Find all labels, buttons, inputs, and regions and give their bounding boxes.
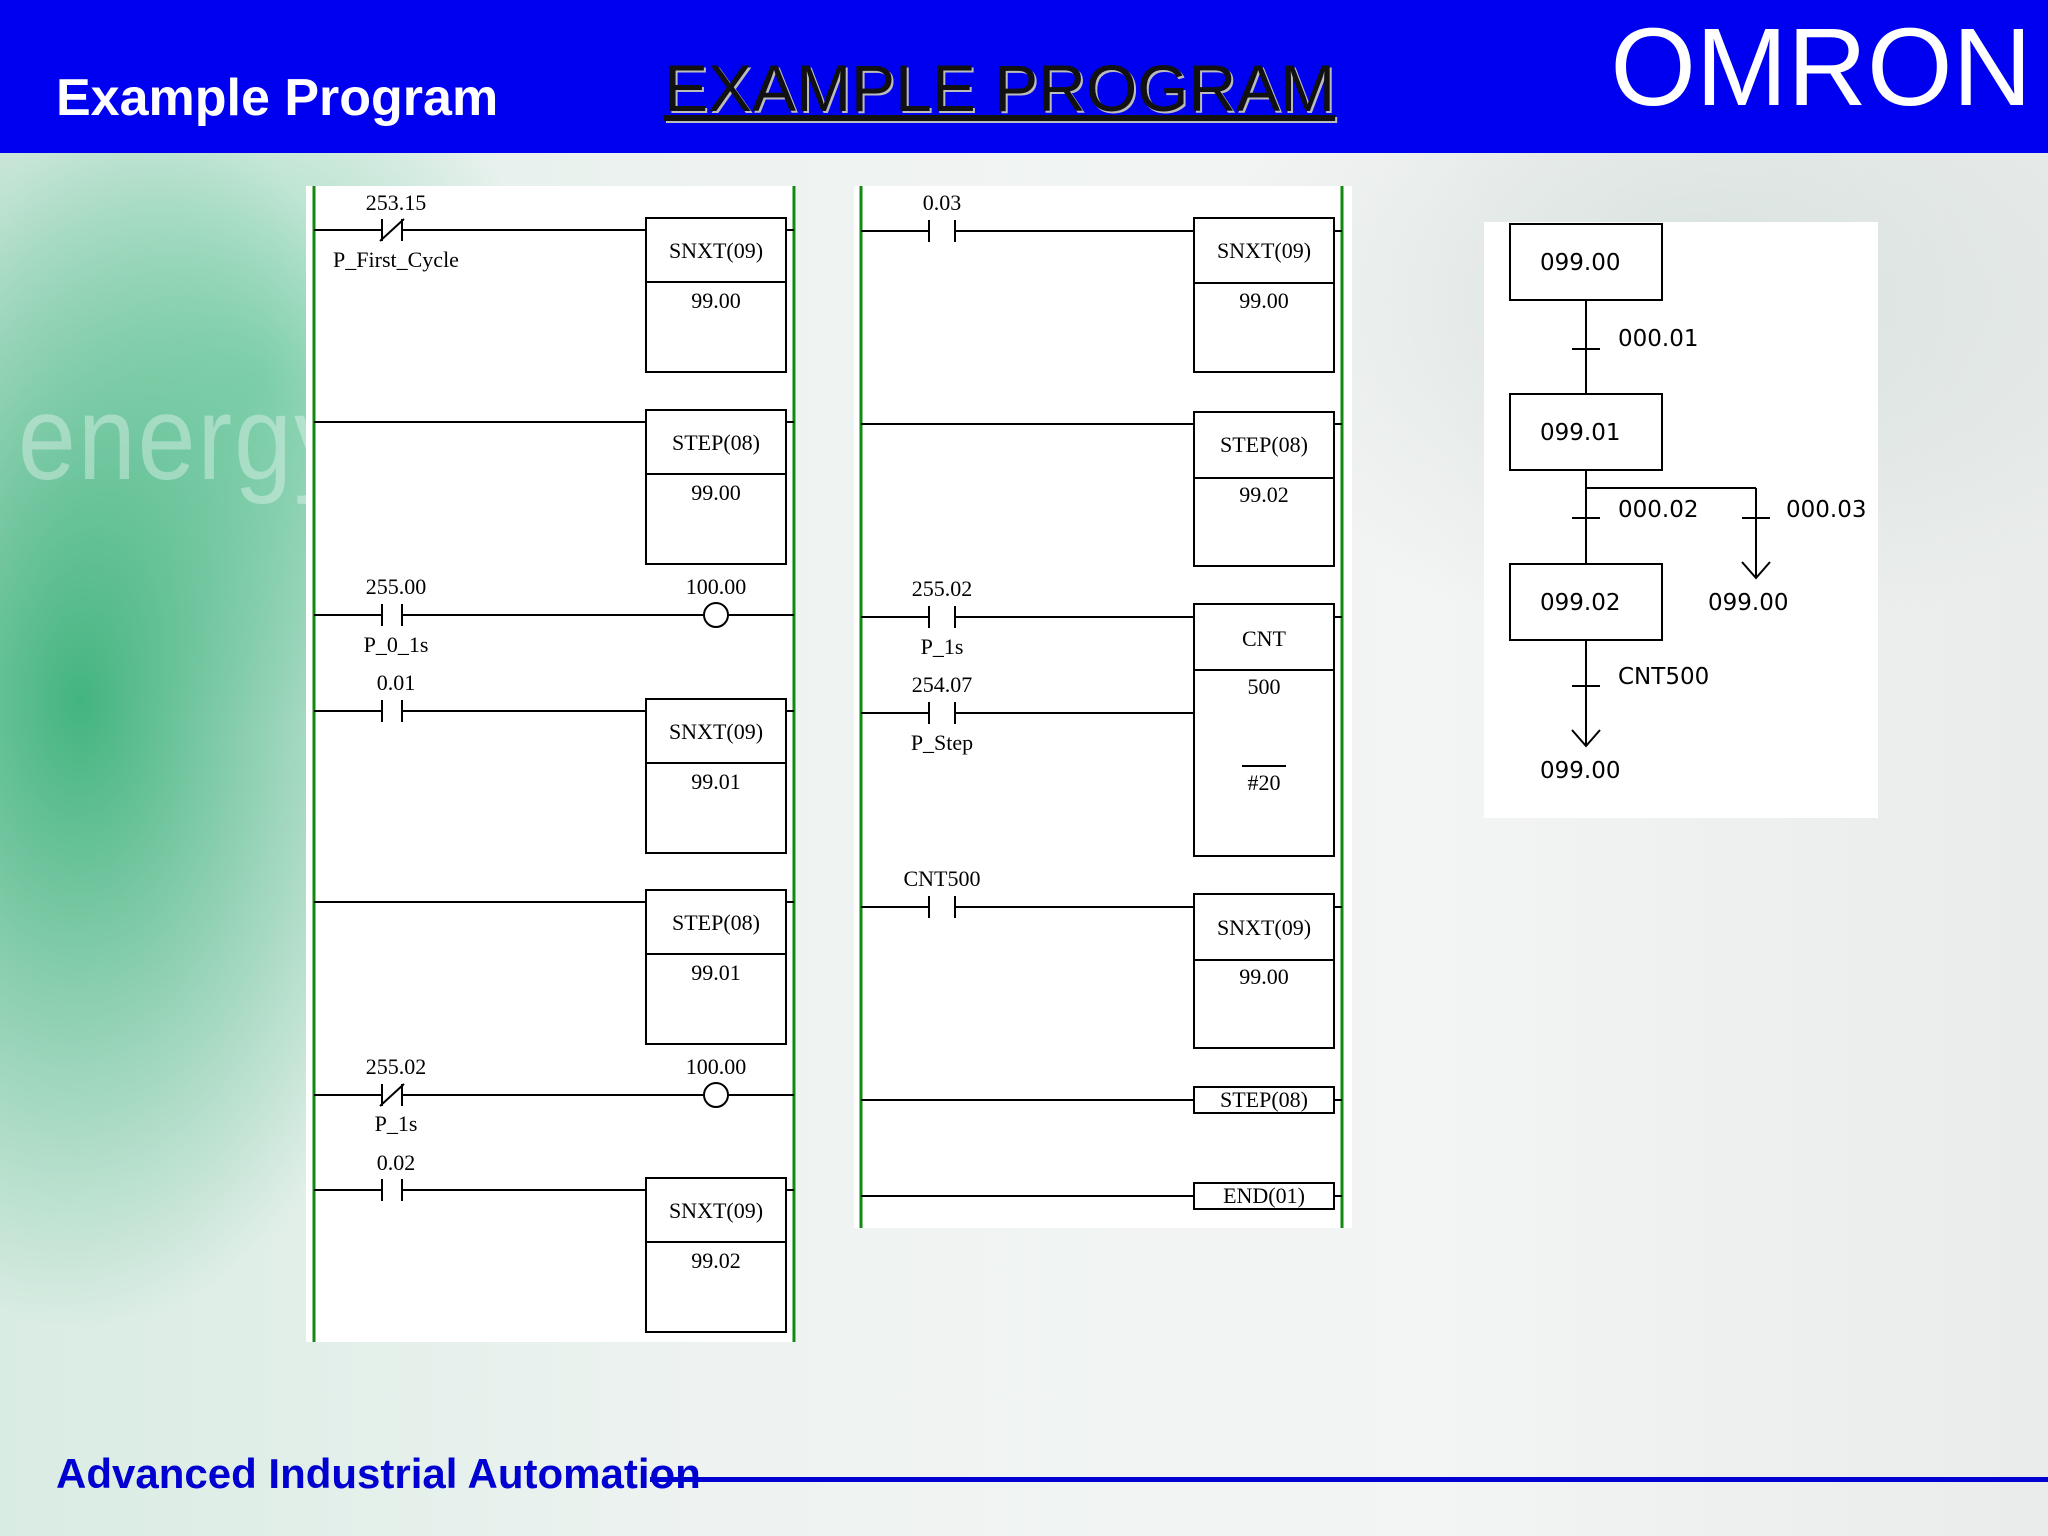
contact-label: P_1s	[921, 634, 964, 659]
sfc-transition: 000.03	[1786, 497, 1866, 523]
instruction-operand: 99.00	[1239, 964, 1289, 989]
instruction-label: SNXT(09)	[669, 1198, 763, 1223]
contact-address: CNT500	[904, 866, 981, 891]
contact-label: P_0_1s	[364, 632, 429, 657]
sfc-panel: 099.00 099.01 099.02 000.01 000.02 000.0…	[1484, 222, 1878, 818]
instruction-operand: #20	[1248, 770, 1281, 795]
header-title: Example Program	[56, 69, 499, 127]
instruction-label: SNXT(09)	[1217, 915, 1311, 940]
coil-address: 100.00	[686, 1054, 747, 1079]
ladder-panel-right: 0.03 SNXT(09) 99.00 STEP(08) 99.02 255.0…	[854, 186, 1352, 1228]
header-bar: Example Program EXAMPLE PROGRAM OMRON	[0, 0, 2048, 153]
instruction-label: CNT	[1242, 626, 1287, 651]
instruction-label: STEP(08)	[672, 430, 760, 455]
instruction-operand: 500	[1248, 674, 1281, 699]
instruction-operand: 99.00	[691, 288, 741, 313]
instruction-operand: 99.00	[691, 480, 741, 505]
sfc-jump-target: 099.00	[1708, 590, 1788, 616]
contact-address: 254.07	[912, 672, 973, 697]
instruction-label: STEP(08)	[1220, 432, 1308, 457]
sfc-transition: 000.01	[1618, 326, 1698, 352]
contact-address: 255.02	[366, 1054, 427, 1079]
sfc-step: 099.02	[1540, 590, 1620, 616]
contact-address: 0.02	[377, 1150, 416, 1175]
sfc-diagram: 099.00 099.01 099.02 000.01 000.02 000.0…	[1509, 223, 1866, 784]
instruction-operand: 99.01	[691, 960, 741, 985]
instruction-label: SNXT(09)	[669, 238, 763, 263]
sfc-transition: 000.02	[1618, 497, 1698, 523]
footer-text: Advanced Industrial Automation	[56, 1450, 701, 1497]
instruction-label: SNXT(09)	[669, 719, 763, 744]
contact-label: P_1s	[375, 1111, 418, 1136]
contact-address: 255.00	[366, 574, 427, 599]
contact-label: P_Step	[911, 730, 973, 755]
instruction-label: STEP(08)	[672, 910, 760, 935]
contact-address: 0.01	[377, 670, 416, 695]
instruction-label: END(01)	[1223, 1183, 1305, 1208]
ladder-diagram-left: 253.15 P_First_Cycle SNXT(09) 99.00 STEP…	[312, 186, 796, 1342]
sfc-step: 099.01	[1540, 420, 1620, 446]
slide-title: EXAMPLE PROGRAM	[664, 51, 1336, 125]
contact-address: 255.02	[912, 576, 973, 601]
omron-logo: OMRON	[1610, 6, 2032, 129]
contact-label: P_First_Cycle	[333, 247, 459, 272]
background-watermark: energy	[18, 372, 348, 506]
ladder-panel-left: 253.15 P_First_Cycle SNXT(09) 99.00 STEP…	[306, 186, 796, 1342]
instruction-operand: 99.02	[691, 1248, 741, 1273]
instruction-label: STEP(08)	[1220, 1087, 1308, 1112]
sfc-step: 099.00	[1540, 250, 1620, 276]
contact-address: 253.15	[366, 190, 427, 215]
instruction-operand: 99.00	[1239, 288, 1289, 313]
sfc-jump-target: 099.00	[1540, 758, 1620, 784]
instruction-operand: 99.01	[691, 769, 741, 794]
contact-address: 0.03	[923, 190, 962, 215]
instruction-operand: 99.02	[1239, 482, 1289, 507]
sfc-transition: CNT500	[1618, 664, 1709, 690]
footer-rule	[650, 1477, 2048, 1482]
coil-address: 100.00	[686, 574, 747, 599]
instruction-label: SNXT(09)	[1217, 238, 1311, 263]
ladder-diagram-right: 0.03 SNXT(09) 99.00 STEP(08) 99.02 255.0…	[859, 186, 1344, 1228]
